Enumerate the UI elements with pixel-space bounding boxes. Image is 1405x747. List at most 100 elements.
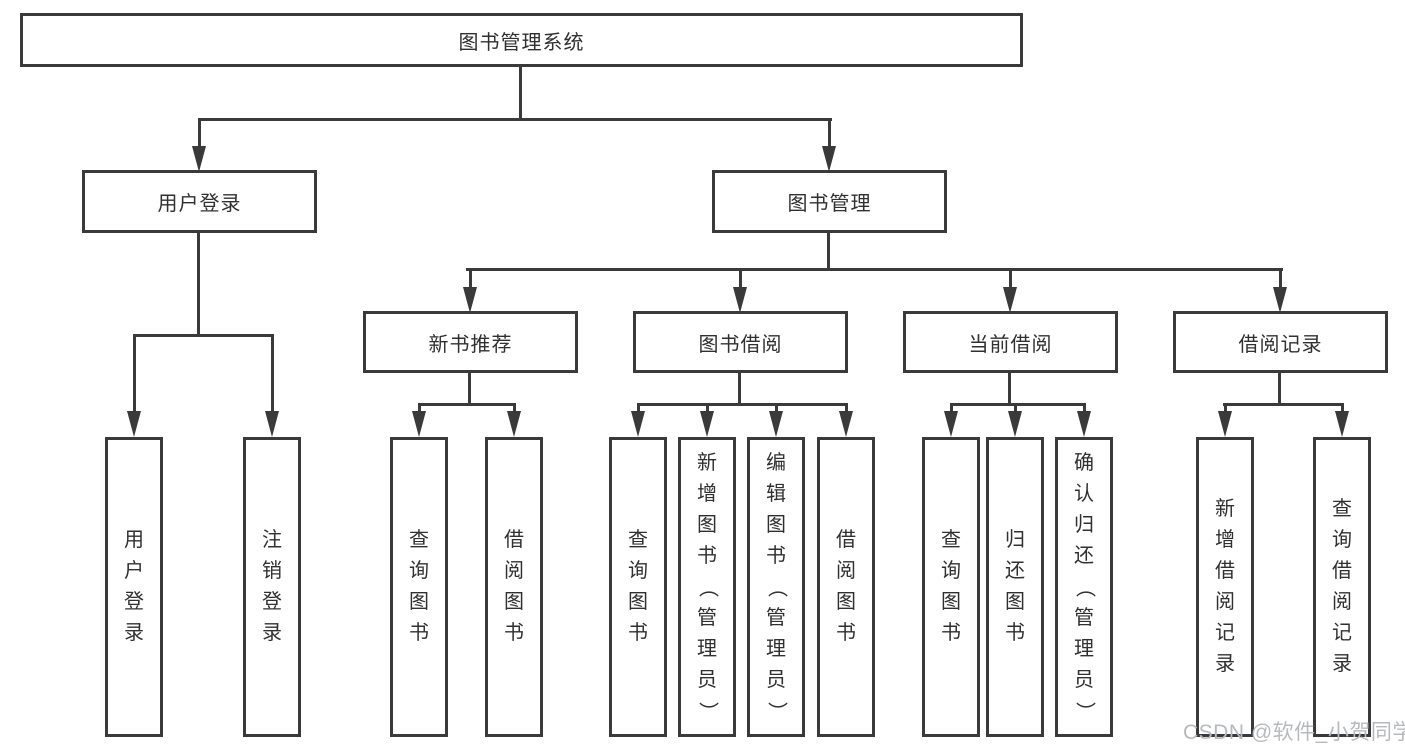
node-current-borrowing-label: 当前借阅 bbox=[968, 333, 1053, 356]
connector-line bbox=[950, 403, 953, 417]
leaf-edit-book-admin: 编辑图书（管理员） bbox=[747, 437, 805, 737]
vertical-char: 注 bbox=[262, 529, 282, 551]
vertical-char: 书 bbox=[504, 622, 524, 644]
arrowhead-down-icon bbox=[192, 146, 206, 172]
vertical-char: ） bbox=[696, 701, 719, 721]
leaf-add-borrow-record: 新增借阅记录 bbox=[1196, 437, 1254, 737]
leaf-query-books-current-label: 查询图书 bbox=[925, 440, 977, 734]
vertical-char: 借 bbox=[1332, 560, 1352, 582]
vertical-char: 还 bbox=[1074, 544, 1094, 567]
vertical-char: ） bbox=[1073, 701, 1096, 721]
connector-line bbox=[706, 403, 709, 417]
vertical-char: 查 bbox=[1332, 498, 1352, 520]
connector-line bbox=[469, 268, 472, 293]
arrowhead-down-icon bbox=[631, 411, 645, 437]
vertical-char: 管 bbox=[697, 606, 717, 629]
vertical-char: （ bbox=[696, 577, 719, 597]
arrowhead-down-icon bbox=[412, 411, 426, 437]
vertical-char: 书 bbox=[697, 544, 717, 567]
connector-line bbox=[739, 268, 742, 293]
node-new-book-recommend-label: 新书推荐 bbox=[428, 333, 513, 356]
connector-line bbox=[519, 67, 522, 119]
vertical-char: 归 bbox=[1005, 529, 1025, 551]
connector-line bbox=[198, 118, 832, 121]
connector-line bbox=[418, 403, 421, 417]
leaf-query-books-borrowing-label: 查询图书 bbox=[612, 440, 664, 734]
leaf-confirm-return-admin: 确认归还（管理员） bbox=[1055, 437, 1113, 737]
vertical-char: 图 bbox=[1005, 591, 1025, 613]
vertical-char: 登 bbox=[262, 591, 282, 613]
vertical-char: 阅 bbox=[836, 560, 856, 582]
vertical-char: 理 bbox=[1074, 637, 1094, 660]
connector-line bbox=[1341, 403, 1344, 417]
connector-line bbox=[133, 334, 136, 417]
vertical-char: 员 bbox=[697, 668, 717, 691]
vertical-char: 归 bbox=[1074, 513, 1094, 536]
arrowhead-down-icon bbox=[1003, 287, 1017, 313]
leaf-add-book-admin: 新增图书（管理员） bbox=[678, 437, 736, 737]
leaf-confirm-return-admin-label: 确认归还（管理员） bbox=[1058, 440, 1110, 734]
leaf-return-books: 归还图书 bbox=[986, 437, 1044, 737]
vertical-char: 图 bbox=[836, 591, 856, 613]
connector-line bbox=[133, 334, 274, 337]
vertical-char: ） bbox=[765, 701, 788, 721]
vertical-char: 询 bbox=[628, 560, 648, 582]
arrowhead-down-icon bbox=[733, 287, 747, 313]
leaf-query-books-current: 查询图书 bbox=[922, 437, 980, 737]
vertical-char: 图 bbox=[504, 591, 524, 613]
leaf-add-borrow-record-label: 新增借阅记录 bbox=[1199, 440, 1251, 734]
arrowhead-down-icon bbox=[463, 287, 477, 313]
vertical-char: 新 bbox=[1215, 498, 1235, 520]
vertical-char: 图 bbox=[941, 591, 961, 613]
leaf-logout: 注销登录 bbox=[243, 437, 301, 737]
node-root: 图书管理系统 bbox=[20, 13, 1023, 67]
arrowhead-down-icon bbox=[265, 411, 279, 437]
vertical-char: 录 bbox=[1332, 653, 1352, 675]
connector-line bbox=[1014, 403, 1017, 417]
node-book-borrowing-label: 图书借阅 bbox=[698, 333, 783, 356]
leaf-logout-label: 注销登录 bbox=[246, 440, 298, 734]
node-user-login: 用户登录 bbox=[82, 170, 317, 233]
node-borrowing-records: 借阅记录 bbox=[1173, 311, 1388, 373]
vertical-char: 查 bbox=[409, 529, 429, 551]
connector-line bbox=[845, 403, 848, 417]
connector-line bbox=[466, 268, 1283, 271]
leaf-user-login: 用户登录 bbox=[105, 437, 163, 737]
connector-line bbox=[197, 233, 200, 336]
leaf-borrow-books-recommend-label: 借阅图书 bbox=[488, 440, 540, 734]
arrowhead-down-icon bbox=[1008, 411, 1022, 437]
vertical-char: 管 bbox=[1074, 606, 1094, 629]
vertical-char: 录 bbox=[124, 622, 144, 644]
vertical-char: 阅 bbox=[1332, 591, 1352, 613]
vertical-char: 阅 bbox=[1215, 591, 1235, 613]
arrowhead-down-icon bbox=[839, 411, 853, 437]
vertical-char: 记 bbox=[1215, 622, 1235, 644]
node-current-borrowing: 当前借阅 bbox=[903, 311, 1118, 373]
vertical-char: 还 bbox=[1005, 560, 1025, 582]
connector-line bbox=[827, 233, 830, 270]
connector-line bbox=[418, 403, 516, 406]
vertical-char: 询 bbox=[941, 560, 961, 582]
vertical-char: 员 bbox=[1074, 668, 1094, 691]
vertical-char: 增 bbox=[1215, 529, 1235, 551]
vertical-char: 图 bbox=[697, 513, 717, 536]
node-book-borrowing: 图书借阅 bbox=[633, 311, 848, 373]
vertical-char: 书 bbox=[941, 622, 961, 644]
arrowhead-down-icon bbox=[700, 411, 714, 437]
vertical-char: 询 bbox=[409, 560, 429, 582]
vertical-char: 新 bbox=[697, 451, 717, 474]
connector-line bbox=[1279, 268, 1282, 293]
leaf-query-books-borrowing: 查询图书 bbox=[609, 437, 667, 737]
arrowhead-down-icon bbox=[1273, 287, 1287, 313]
arrowhead-down-icon bbox=[769, 411, 783, 437]
arrowhead-down-icon bbox=[507, 411, 521, 437]
vertical-char: 阅 bbox=[504, 560, 524, 582]
leaf-query-borrow-record: 查询借阅记录 bbox=[1313, 437, 1371, 737]
arrowhead-down-icon bbox=[822, 146, 836, 172]
connector-line bbox=[271, 334, 274, 417]
connector-line bbox=[1009, 268, 1012, 293]
node-new-book-recommend: 新书推荐 bbox=[363, 311, 578, 373]
vertical-char: 图 bbox=[409, 591, 429, 613]
leaf-query-books-recommend-label: 查询图书 bbox=[393, 440, 445, 734]
vertical-char: 用 bbox=[124, 529, 144, 551]
